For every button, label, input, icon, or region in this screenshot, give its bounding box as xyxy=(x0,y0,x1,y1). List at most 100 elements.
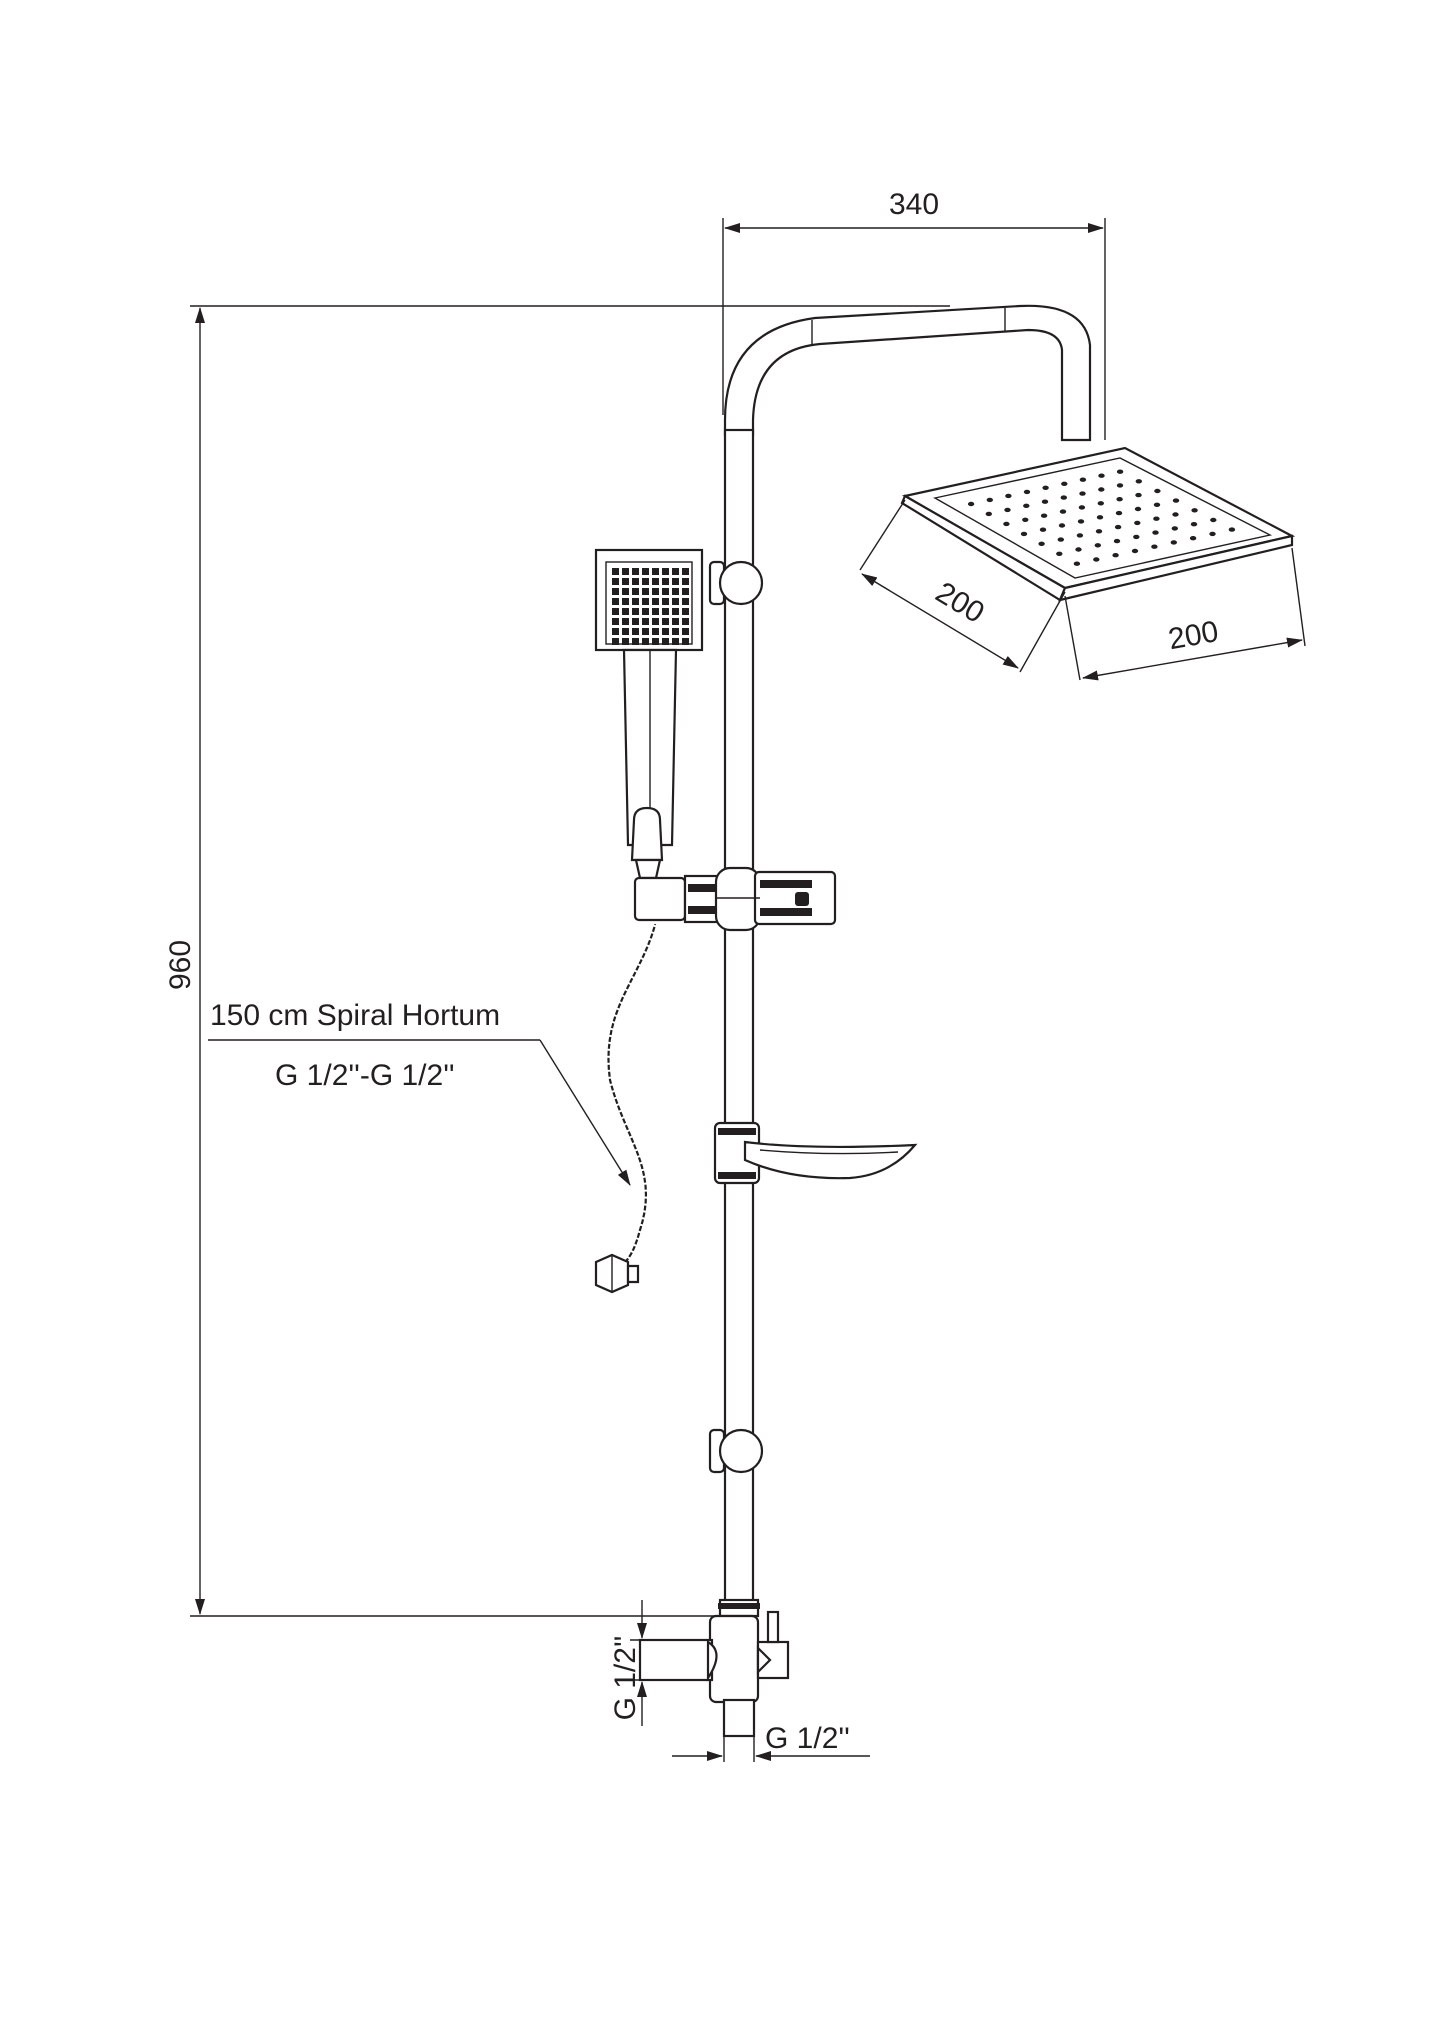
hand-nozzle-square xyxy=(652,588,659,595)
nozzle-dot xyxy=(1210,517,1217,523)
nozzle-dot xyxy=(1093,557,1100,562)
hand-nozzle-square xyxy=(662,588,669,595)
hand-nozzle-square xyxy=(622,598,629,605)
nozzle-dot xyxy=(1023,503,1030,508)
hand-nozzle-square xyxy=(612,598,619,605)
hand-nozzle-square xyxy=(632,628,639,635)
spiral-hose xyxy=(594,923,659,1294)
dimension-340-label: 340 xyxy=(889,188,939,221)
hand-nozzle-square xyxy=(652,608,659,615)
hand-nozzle-square xyxy=(622,628,629,635)
hand-nozzle-square xyxy=(682,598,689,605)
nozzle-dot xyxy=(1038,541,1045,546)
hand-nozzle-square xyxy=(632,578,639,585)
nozzle-dot xyxy=(1040,513,1048,518)
nozzle-dot xyxy=(1189,536,1197,541)
nozzle-dot xyxy=(1115,510,1123,516)
nozzle-dot xyxy=(1153,502,1161,507)
hand-nozzle-square xyxy=(632,568,639,575)
nozzle-dot xyxy=(1022,517,1029,522)
nozzle-dot xyxy=(1020,531,1028,537)
nozzle-dot xyxy=(1209,531,1216,537)
dimension-inlet-left: G 1/2'' xyxy=(609,1600,648,1726)
overhead-arm xyxy=(723,304,1092,442)
hand-nozzle-square xyxy=(632,588,639,595)
hand-nozzle-square xyxy=(652,578,659,585)
hand-nozzle-square xyxy=(662,608,669,615)
hand-nozzle-square xyxy=(612,628,619,635)
nozzle-dot xyxy=(1057,537,1065,542)
nozzle-dot xyxy=(1094,543,1102,548)
hand-nozzle-square xyxy=(642,608,649,615)
nozzle-dot xyxy=(1228,527,1236,532)
nozzle-dot xyxy=(1190,522,1198,527)
hand-nozzle-square xyxy=(642,588,649,595)
nozzle-dot xyxy=(1154,488,1161,494)
nozzle-dot xyxy=(1076,533,1084,538)
nozzle-dot xyxy=(1096,515,1104,520)
nozzle-dot xyxy=(967,501,975,507)
nozzle-dot xyxy=(1098,487,1105,492)
nozzle-dot xyxy=(1098,473,1105,478)
rain-shower-head xyxy=(900,446,1296,602)
dimension-200-width-label: 200 xyxy=(1166,615,1221,656)
dimension-200-depth-label: 200 xyxy=(930,576,990,630)
hand-nozzle-square xyxy=(662,568,669,575)
hose-label-line2: G 1/2''-G 1/2'' xyxy=(275,1059,455,1092)
hand-nozzle-square xyxy=(612,608,619,615)
nozzle-dot xyxy=(1191,508,1198,513)
nozzle-dot xyxy=(1095,529,1103,534)
hand-nozzle-square xyxy=(672,608,679,615)
hand-nozzle-square xyxy=(682,638,689,645)
hand-nozzle-square xyxy=(652,568,659,575)
hand-nozzle-square xyxy=(662,628,669,635)
hand-nozzle-square xyxy=(662,618,669,625)
nozzle-dot xyxy=(1075,547,1082,552)
nozzle-dot xyxy=(1039,527,1047,532)
nozzle-dot xyxy=(1077,519,1085,524)
nozzle-dot xyxy=(1135,492,1142,498)
nozzle-dot xyxy=(1061,481,1068,486)
nozzle-dot xyxy=(1116,469,1124,474)
nozzle-dot xyxy=(1171,526,1179,531)
hand-nozzle-square xyxy=(672,598,679,605)
hand-shower-slider xyxy=(630,806,837,932)
hand-nozzle-square xyxy=(672,628,679,635)
nozzle-dot xyxy=(1056,551,1063,556)
hand-nozzle-square xyxy=(662,578,669,585)
hand-nozzle-square xyxy=(612,618,619,625)
hand-nozzle-square xyxy=(622,588,629,595)
nozzle-dot xyxy=(1058,523,1066,528)
hand-nozzle-square xyxy=(662,638,669,645)
hand-nozzle-square xyxy=(662,598,669,605)
hand-nozzle-square xyxy=(672,638,679,645)
hand-nozzle-square xyxy=(652,638,659,645)
nozzle-dot xyxy=(1079,491,1086,496)
hand-nozzle-square xyxy=(642,628,649,635)
hand-nozzle-square xyxy=(642,598,649,605)
nozzle-dot xyxy=(1059,509,1067,514)
nozzle-dot xyxy=(985,511,992,517)
hand-nozzle-square xyxy=(652,618,659,625)
soap-dish xyxy=(713,1121,918,1185)
nozzle-dot xyxy=(1133,534,1140,540)
hand-nozzle-square xyxy=(642,638,649,645)
nozzle-dot xyxy=(1079,477,1087,482)
dimension-inlet-bottom: G 1/2'' xyxy=(672,1722,870,1762)
nozzle-dot xyxy=(1172,498,1180,503)
nozzle-dot xyxy=(1097,501,1105,506)
hand-nozzle-square xyxy=(622,568,629,575)
hand-nozzle-square xyxy=(672,568,679,575)
hand-nozzle-square xyxy=(622,608,629,615)
nozzle-dot xyxy=(986,497,993,503)
nozzle-dot xyxy=(1134,520,1141,526)
hand-nozzle-square xyxy=(622,618,629,625)
hand-nozzle-square xyxy=(612,588,619,595)
nozzle-dot xyxy=(1172,512,1179,517)
hand-nozzle-square xyxy=(632,608,639,615)
nozzle-dot xyxy=(1005,493,1012,499)
nozzle-dot xyxy=(1041,499,1049,504)
nozzle-dot xyxy=(1078,505,1086,510)
dimension-width-top: 340 xyxy=(722,188,1106,440)
nozzle-dot xyxy=(1131,548,1139,554)
